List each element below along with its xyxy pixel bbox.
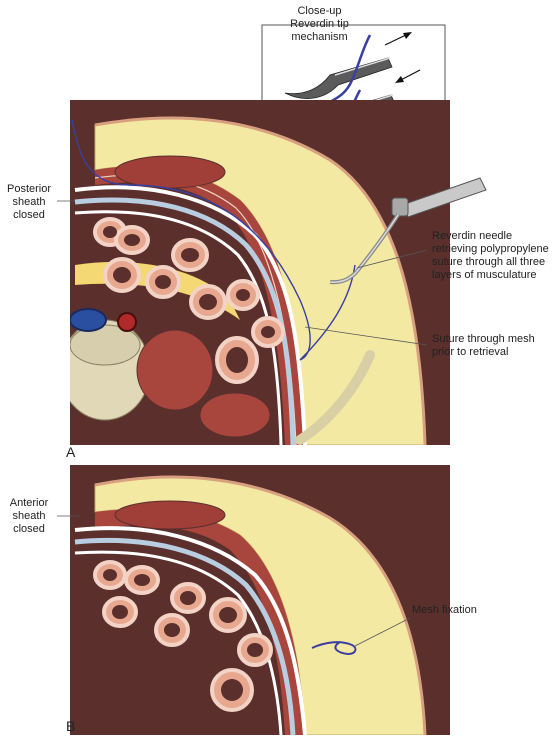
leader-lines-b [57,515,411,647]
inset-title-line-2: Reverdin tip [290,18,349,30]
inset-title: Close-up Reverdin tip mechanism [262,5,377,44]
anterior-sheath-line-2: sheath [12,510,46,522]
anterior-sheath-line-1: Anterior [9,497,49,509]
leader-lines-a [57,200,428,346]
label-anterior-sheath: Anterior sheath closed [3,497,55,536]
anterior-sheath-line-3: closed [13,523,45,535]
reverdin-instrument [329,177,487,285]
posterior-sheath-line-1: Posterior [6,183,52,195]
panel-a-cross-section [70,100,450,445]
suture-mesh-line-2: prior to retrieval [432,346,509,358]
posterior-sheath-line-2: sheath [12,196,46,208]
posterior-sheath-line-3: closed [13,209,45,221]
label-mesh-fixation: Mesh fixation [412,604,477,616]
reverdin-line-4: layers of musculature [432,269,537,281]
label-posterior-sheath: Posterior sheath closed [3,183,55,222]
reverdin-line-3: suture through all three [432,256,546,268]
panel-a-letter: A [66,444,76,460]
reverdin-line-2: retrieving polypropylene [432,243,549,255]
label-suture-through-mesh: Suture through mesh prior to retrieval [432,333,554,359]
inset-title-line-1: Close-up [297,5,342,17]
inset-title-line-3: mechanism [291,31,348,43]
panel-b-cross-section [70,465,450,735]
panel-b-letter: B [66,718,76,734]
label-reverdin-needle: Reverdin needle retrieving polypropylene… [432,230,554,282]
suture-mesh-line-1: Suture through mesh [432,333,535,345]
reverdin-line-1: Reverdin needle [432,230,513,242]
